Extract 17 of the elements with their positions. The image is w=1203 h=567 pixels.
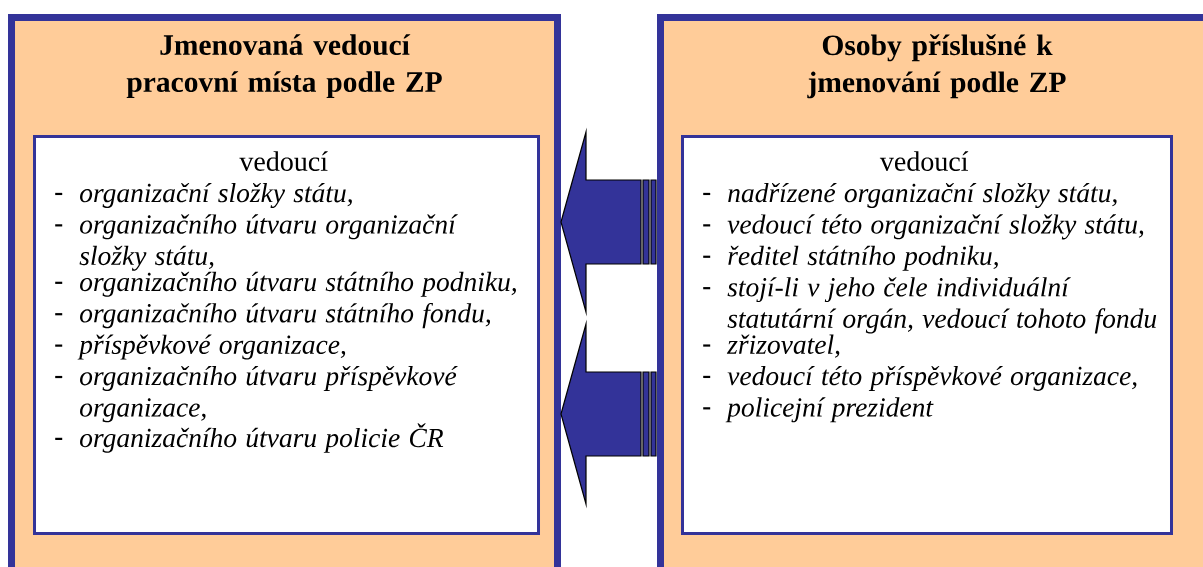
list-item: příspěvkové organizace, — [77, 334, 346, 360]
list-item: policejní prezident — [725, 397, 934, 423]
list-item: vedoucí této organizační složky státu, — [727, 214, 1144, 240]
block-arrow — [560, 319, 657, 509]
list-heading: vedoucí — [239, 151, 328, 171]
block-arrow — [560, 127, 657, 317]
list-item: vedoucí této příspěvkové organizace, — [727, 365, 1137, 391]
list-item: nadřízené organizační složky státu, — [728, 182, 1117, 208]
list-item: organizační složky státu, — [80, 182, 352, 208]
list-box — [33, 135, 540, 535]
list-heading: vedoucí — [879, 151, 969, 171]
list-item: ředitel státního podniku, — [728, 245, 998, 271]
list-item: organizačního útvaru státního fondu, — [80, 302, 491, 329]
list-item: organizačního útvaru policie ČR — [80, 423, 444, 453]
list-item: zřizovatel, — [726, 334, 840, 358]
list-box — [681, 135, 1173, 535]
list-item: organizačního útvaru státního podniku, — [80, 271, 516, 297]
